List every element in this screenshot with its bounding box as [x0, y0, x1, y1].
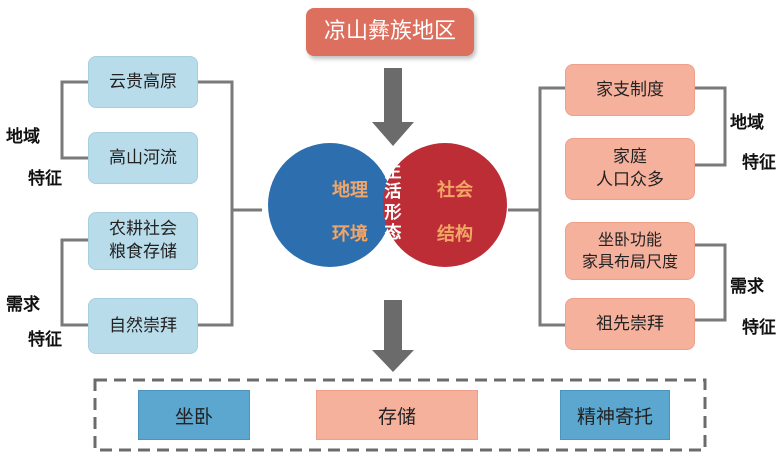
right-box-label: 家支制度 — [596, 79, 664, 100]
right-circle-text-1: 社会 — [437, 180, 473, 201]
arrow-down-top — [372, 68, 414, 146]
left-box-label: 农耕社会 粮食存储 — [109, 219, 177, 262]
output-label: 存储 — [377, 405, 416, 428]
output-storage: 存储 — [316, 390, 478, 440]
right-demand-label-1: 需求 — [730, 277, 764, 297]
left-region-label-2: 特征 — [28, 169, 62, 189]
right-box-ancestor-worship: 祖先崇拜 — [565, 298, 695, 350]
right-box-furniture-layout: 坐卧功能 家具布局尺度 — [565, 222, 695, 280]
left-demand-label-1: 需求 — [6, 295, 40, 315]
left-region-label-1: 地域 — [6, 127, 40, 147]
left-box-nature-worship: 自然崇拜 — [88, 298, 198, 354]
arrow-down-bottom — [372, 300, 414, 372]
left-upper-bracket — [60, 80, 262, 327]
right-box-clan-system: 家支制度 — [565, 64, 695, 116]
title-text: 凉山彝族地区 — [323, 19, 456, 45]
overlap-text: 生活形态 — [384, 162, 402, 244]
left-box-label: 高山河流 — [109, 147, 177, 168]
left-box-label: 自然崇拜 — [109, 315, 177, 336]
left-circle-text-1: 地理 — [332, 180, 368, 201]
right-box-label: 祖先崇拜 — [596, 313, 664, 334]
left-box-yungui-plateau: 云贵高原 — [88, 56, 198, 108]
society-circle — [383, 143, 507, 267]
title-box: 凉山彝族地区 — [306, 8, 474, 56]
left-demand-label-2: 特征 — [28, 330, 62, 350]
left-box-label: 云贵高原 — [109, 71, 177, 92]
geography-circle — [268, 143, 392, 267]
right-bracket — [508, 86, 727, 327]
output-sitting-lying: 坐卧 — [138, 390, 250, 440]
left-box-mountain-river: 高山河流 — [88, 132, 198, 184]
right-box-large-family: 家庭 人口众多 — [565, 138, 695, 200]
left-circle-text-2: 环境 — [332, 224, 368, 245]
right-box-label: 家庭 人口众多 — [596, 147, 664, 190]
right-region-label-1: 地域 — [730, 113, 764, 133]
right-region-label-2: 特征 — [742, 153, 776, 173]
right-demand-label-2: 特征 — [742, 318, 776, 338]
right-circle-text-2: 结构 — [437, 224, 473, 245]
output-label: 坐卧 — [174, 405, 213, 428]
right-box-label: 坐卧功能 家具布局尺度 — [581, 230, 678, 271]
left-box-farming-society: 农耕社会 粮食存储 — [88, 212, 198, 270]
output-label: 精神寄托 — [576, 405, 653, 428]
output-spiritual: 精神寄托 — [560, 390, 670, 440]
outputs-container — [93, 378, 707, 452]
